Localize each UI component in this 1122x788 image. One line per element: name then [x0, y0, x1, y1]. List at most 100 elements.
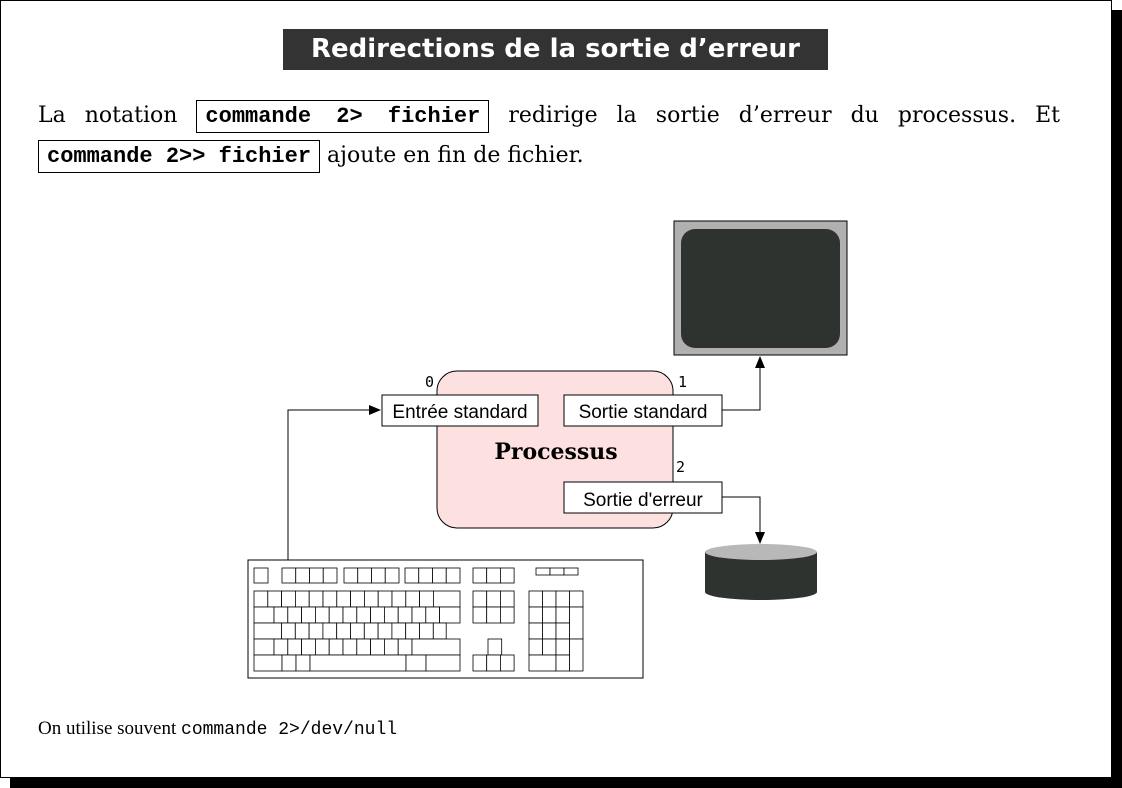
stdin-box: Entrée standard: [381, 394, 539, 427]
key: [405, 622, 420, 640]
footer-code: commande 2>/dev/null: [181, 720, 398, 740]
paragraph-line-2: commande 2>> fichier ajoute en fin de fi…: [38, 140, 1060, 173]
slide-title: Redirections de la sortie d’erreur: [283, 29, 828, 70]
stderr-label: Sortie d'erreur: [583, 490, 703, 511]
key: [563, 567, 579, 576]
text: redirige la sortie d’erreur du processus…: [508, 103, 1060, 128]
key: [363, 622, 379, 640]
key: [535, 567, 551, 576]
footer-text: On utilise souvent: [38, 718, 177, 739]
key: [405, 590, 420, 608]
key: [281, 622, 296, 640]
key: [350, 622, 365, 640]
key: [383, 638, 399, 656]
key: [301, 606, 316, 624]
stdout-label: Sortie standard: [579, 402, 708, 423]
fd-0: 0: [425, 373, 434, 391]
key: [377, 622, 393, 640]
fd-2: 2: [676, 458, 685, 476]
key: [549, 567, 565, 576]
key: [336, 590, 351, 608]
key: [314, 638, 330, 656]
key: [322, 622, 338, 640]
key: [432, 622, 447, 640]
key: [356, 606, 371, 624]
key: [569, 590, 584, 608]
process-label: Processus: [494, 439, 617, 465]
key: [253, 606, 275, 624]
key: [343, 567, 359, 584]
key: [377, 590, 393, 608]
key: [445, 567, 461, 584]
stderr-box: Sortie d'erreur: [563, 481, 723, 514]
key: [472, 606, 488, 624]
key: [253, 654, 283, 672]
key: [528, 622, 543, 640]
footer-note: On utilise souvent commande 2>/dev/null: [38, 718, 397, 740]
key: [273, 606, 289, 624]
key: [404, 567, 420, 584]
key: [542, 638, 557, 656]
key: [295, 654, 311, 672]
key: [308, 622, 324, 640]
key: [253, 590, 269, 608]
disk-icon: [705, 544, 817, 600]
key: [287, 606, 302, 624]
key: [555, 606, 570, 624]
key: [499, 606, 515, 624]
text: La notation: [38, 103, 178, 128]
key: [309, 654, 407, 672]
key: [472, 590, 488, 608]
key: [487, 638, 503, 656]
key: [569, 638, 584, 672]
key: [370, 638, 385, 656]
key: [253, 638, 275, 656]
key: [314, 606, 330, 624]
key: [555, 638, 570, 656]
key: [356, 638, 371, 656]
key: [472, 654, 488, 672]
key: [499, 590, 515, 608]
key: [555, 590, 570, 608]
key: [411, 638, 461, 656]
paragraph-line-1: La notation commande 2> fichier redirige…: [38, 100, 1060, 133]
stderr-arrow: [722, 496, 765, 544]
key: [419, 622, 434, 640]
key: [439, 606, 461, 624]
key: [294, 622, 310, 640]
stdout-box: Sortie standard: [563, 394, 723, 427]
key: [405, 654, 427, 672]
key: [555, 622, 570, 640]
key: [528, 606, 543, 624]
key: [273, 638, 289, 656]
key: [371, 567, 386, 584]
key: [328, 606, 344, 624]
key: [342, 606, 358, 624]
code-snippet: commande 2>> fichier: [38, 140, 321, 173]
key: [432, 590, 461, 608]
key: [397, 638, 413, 656]
key: [357, 567, 372, 584]
key: [432, 567, 447, 584]
keyboard-icon: [247, 559, 644, 679]
fd-1: 1: [678, 373, 687, 391]
key: [384, 567, 400, 584]
key: [281, 654, 297, 672]
key: [336, 622, 351, 640]
key: [301, 638, 316, 656]
monitor-icon: [673, 220, 848, 356]
key: [287, 638, 302, 656]
key: [542, 606, 557, 624]
key: [542, 622, 557, 640]
key: [419, 590, 434, 608]
key: [253, 567, 269, 584]
key: [425, 606, 440, 624]
key: [486, 654, 501, 672]
key: [542, 590, 557, 608]
key: [267, 590, 282, 608]
key: [309, 567, 324, 584]
key: [322, 590, 338, 608]
key: [528, 638, 543, 656]
key: [328, 638, 344, 656]
